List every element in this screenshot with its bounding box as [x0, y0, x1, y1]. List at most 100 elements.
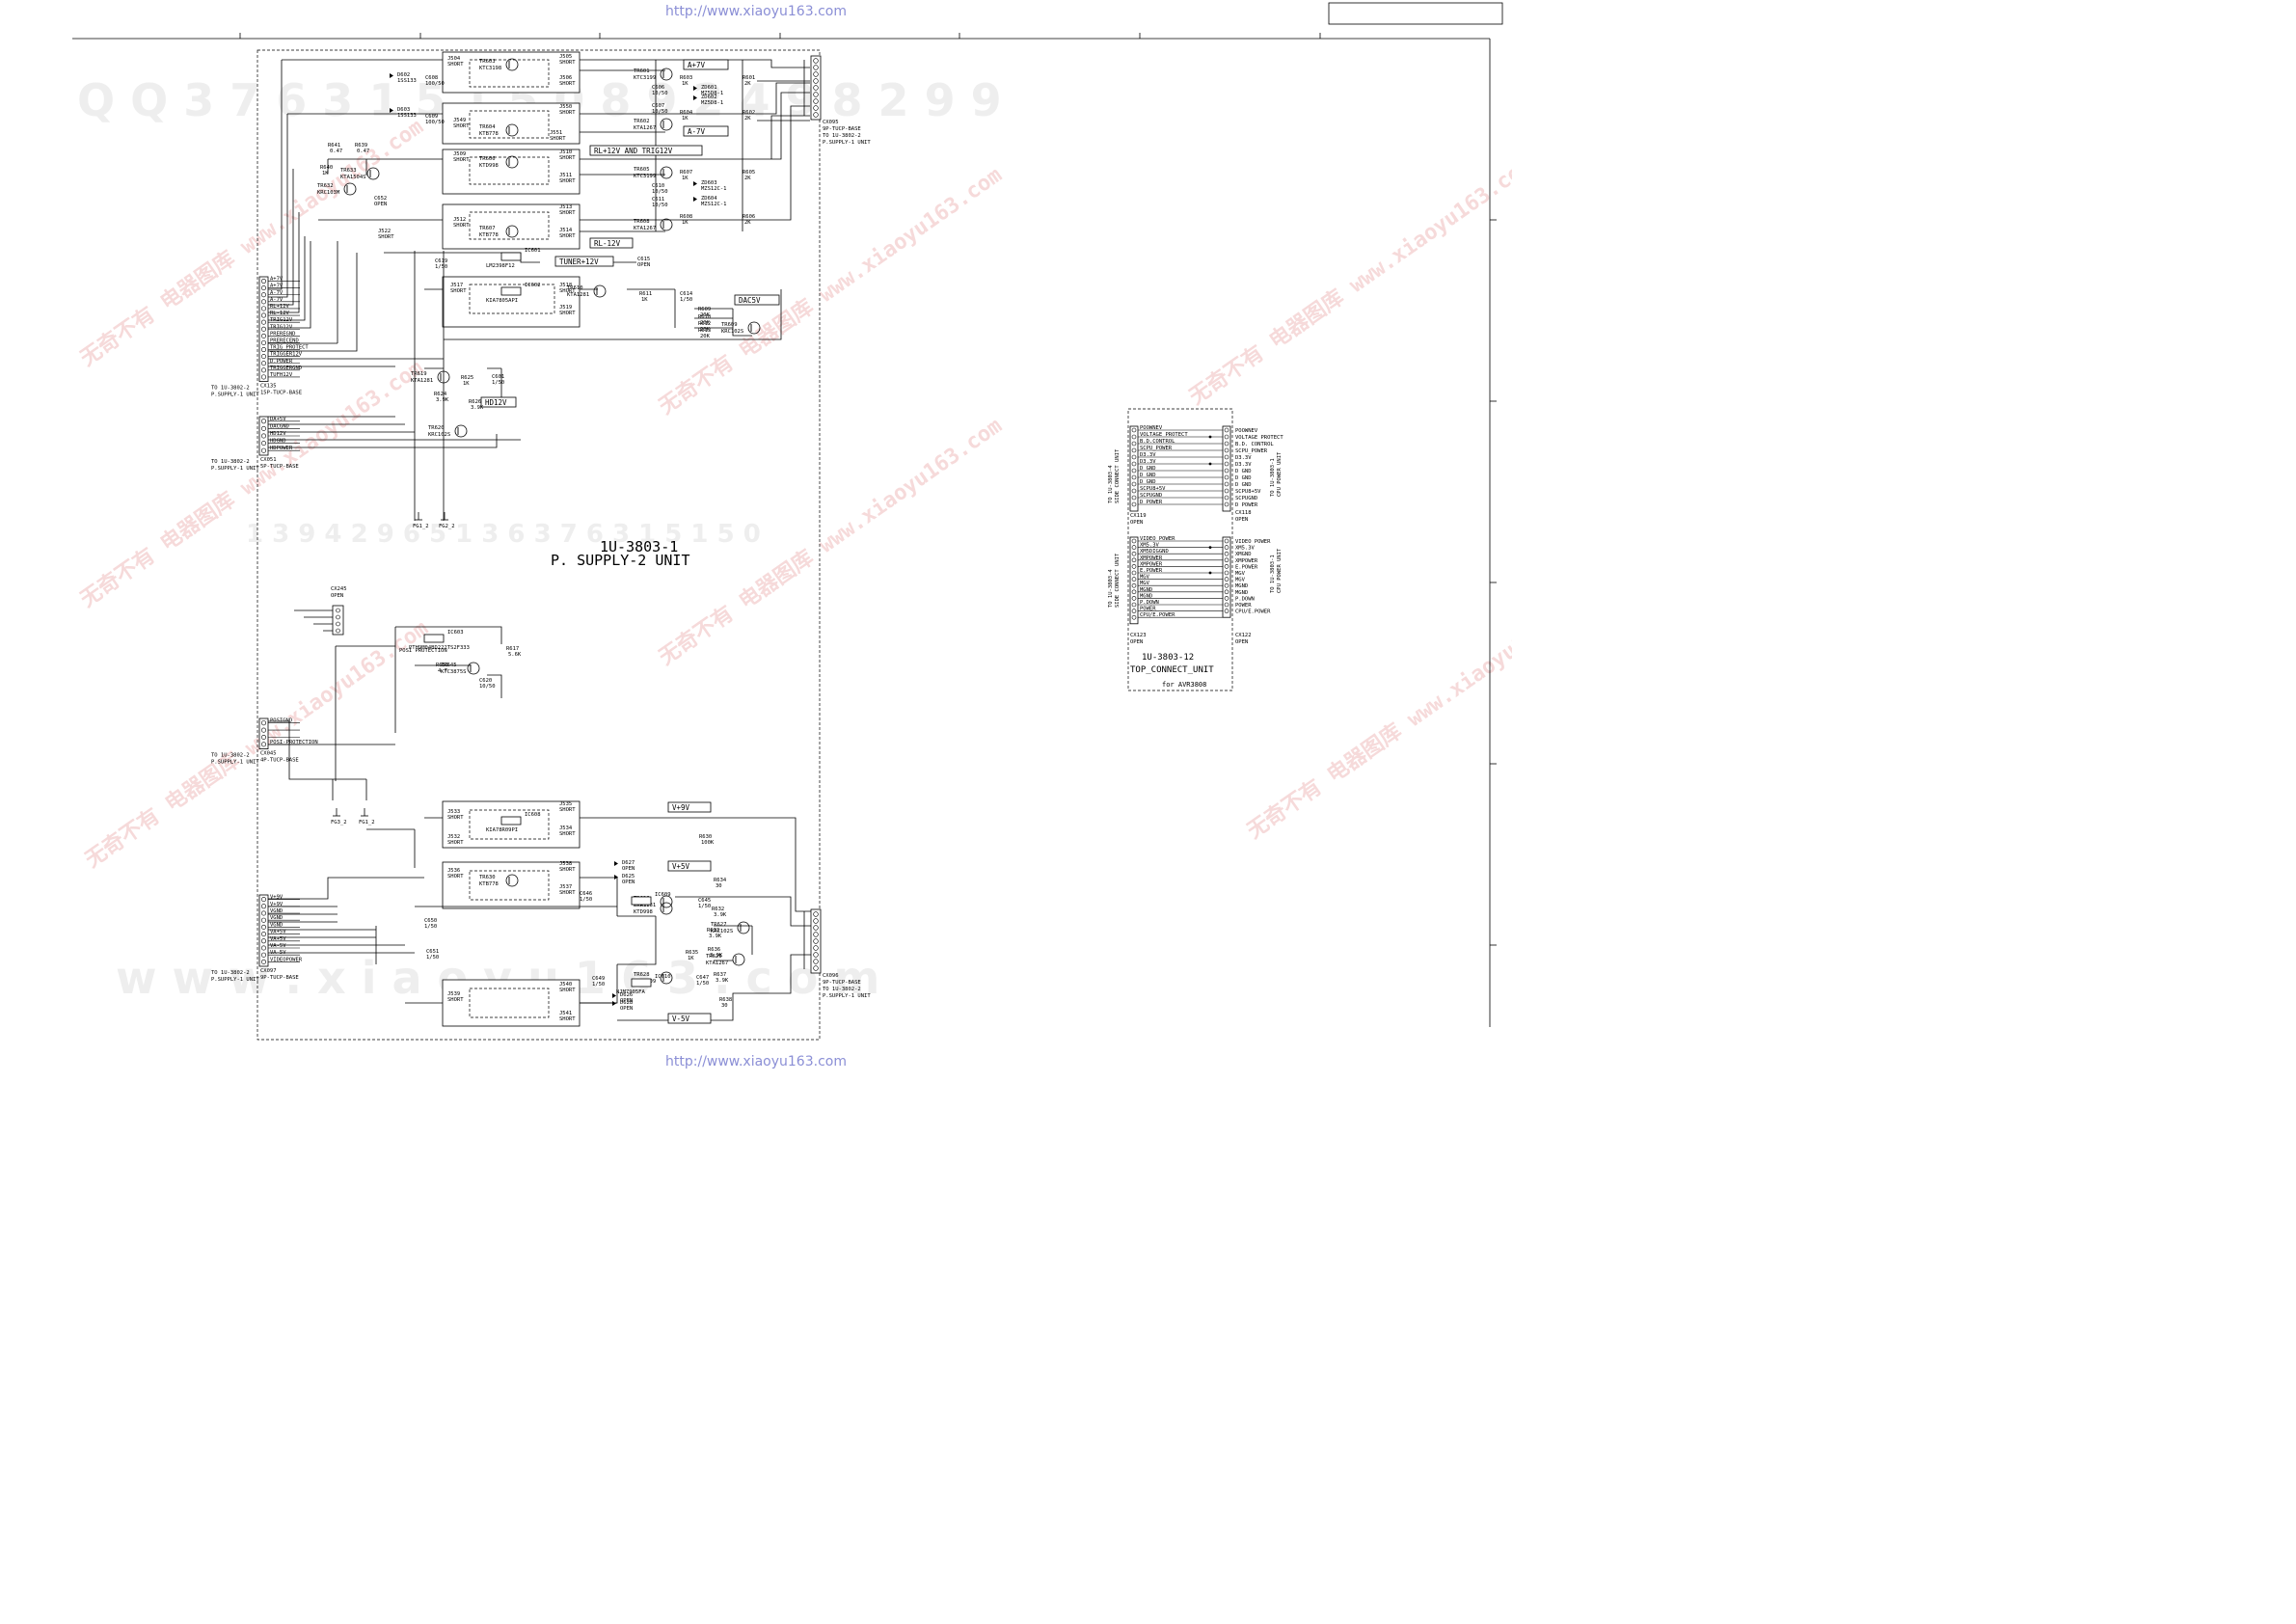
jumper-ref: J512 [453, 217, 466, 223]
source-url-bottom[interactable]: http://www.xiaoyu163.com [665, 1054, 847, 1069]
top-connect-left-pin: POWER [1140, 607, 1156, 612]
top-connect-right-pin: SCPU_POWER [1235, 448, 1268, 454]
voltage-label-text: V+9V [672, 803, 690, 812]
capacitor-value: 1/50 [698, 904, 711, 909]
connector-pin [1131, 501, 1137, 507]
jumper-ref: J505 [559, 54, 572, 60]
resistor-value: 20K [700, 312, 711, 318]
voltage-label-text: DAC5V [739, 296, 761, 305]
resistor-ref: R607 [680, 170, 692, 176]
voltage-label-box: RL+12V AND TRIG12V [589, 145, 703, 156]
connector-pin [1131, 481, 1137, 487]
top-connect-left-pin: D GND [1140, 479, 1156, 485]
capacitor-ref: C649 [592, 976, 605, 982]
transistor-part: KTA1267 [706, 961, 728, 966]
jumper-ref: J535 [559, 801, 572, 807]
connector-pin [1224, 551, 1229, 556]
unit-title-line1: 1U-3803-1 [600, 538, 678, 555]
fuse-label: FG3_2 [331, 820, 347, 826]
capacitor-value: OPEN [374, 202, 387, 207]
reg-block-v-plus-9v [442, 800, 581, 849]
capacitor-ref: C609 [425, 114, 438, 120]
ic: IC609 [631, 892, 671, 906]
connector-pin [1131, 614, 1137, 620]
jumper-short-label: SHORT [559, 1016, 576, 1022]
connector-pin-label: RL+12V [270, 304, 290, 310]
connector-body [258, 416, 269, 456]
transistor-ref: TR630 [479, 875, 496, 880]
transistor-ref: TR633 [340, 168, 357, 174]
transistor-part: KTA1267 [634, 226, 656, 231]
connector-pin [260, 361, 266, 366]
connector-pin [260, 720, 266, 726]
connector-pin [260, 945, 266, 951]
resistor-ref: R634 [714, 878, 727, 883]
transistor-part: KTC3875S [441, 669, 467, 675]
jumper-short-label: SHORT [447, 815, 464, 821]
connector-cx097: V+9VV+9VVGNDVGNDVGNDVA+5VVA+5VVA-5VVA-5V… [211, 895, 303, 983]
top-connect-lower-left-dest: TO 1U-3803-4SIDE CONNECT UNIT [1108, 553, 1121, 608]
watermark-stamp: 无奇不有 电器图库 www.xiaoyu163.com [1185, 152, 1512, 410]
resistor-ref: R610 [698, 314, 711, 320]
schematic-sheet: http://www.xiaoyu163.com http://www.xiao… [0, 0, 1595, 1070]
top-connect-left-pin: MGND [1140, 587, 1152, 593]
connector-pin-label: A+7V [270, 277, 284, 283]
connector-pin-label: HDPOWER [270, 446, 293, 451]
connector-pin [260, 333, 266, 338]
resistor-ref: R603 [680, 75, 692, 81]
connector-pin [260, 339, 266, 345]
voltage-label-box: RL-12V [589, 237, 634, 249]
connector-pin [1131, 577, 1137, 582]
connector-pin [1224, 609, 1229, 613]
top-connect-right-pin: D3.3V [1235, 462, 1252, 468]
connector-pin [1131, 461, 1137, 467]
resistor-ref: R632 [712, 907, 724, 912]
top-connect-left-pin: SCPU_POWER [1140, 446, 1173, 451]
connector-pin [260, 279, 266, 284]
top-connect-left-pin: SCPUGND [1140, 493, 1162, 499]
transistor-part: KRC102S [721, 329, 743, 335]
top-connect-right-pin: XMPOWER [1235, 558, 1258, 564]
resistor-ref: R611 [639, 291, 652, 297]
top-connect-right-pin: MGND [1235, 583, 1248, 589]
transistor-part: KTB778 [479, 232, 499, 238]
capacitor-value: 10/50 [652, 91, 668, 96]
connector-pin [260, 910, 266, 916]
voltage-label-box: DAC5V [734, 294, 780, 306]
diode-value: MZS12C-1 [701, 186, 727, 192]
source-url-top[interactable]: http://www.xiaoyu163.com [665, 4, 847, 19]
capacitor-ref: C615 [637, 257, 650, 262]
connector-pin [1224, 427, 1229, 433]
capacitor-value: 1/50 [680, 297, 692, 303]
voltage-label-box: V+9V [667, 801, 712, 813]
top-connect-left-pin: D3.3V [1140, 452, 1156, 458]
resistor-value: 3.9K [714, 912, 727, 918]
jumper-short-label: SHORT [559, 311, 576, 316]
connector-pin [1224, 481, 1229, 487]
diode-ref: D628 [620, 1000, 633, 1006]
jumper-ref: J514 [559, 228, 573, 233]
connector-pin [1131, 545, 1137, 550]
resistor-value: 1K [322, 171, 329, 176]
connector-pin [1131, 441, 1137, 447]
capacitor-ref: C608 [425, 75, 438, 81]
reg-block-dac5v [442, 276, 581, 328]
voltage-label-box: A-7V [683, 125, 729, 137]
connector-pin [260, 312, 266, 318]
transistor-ref: TR607 [479, 226, 496, 231]
